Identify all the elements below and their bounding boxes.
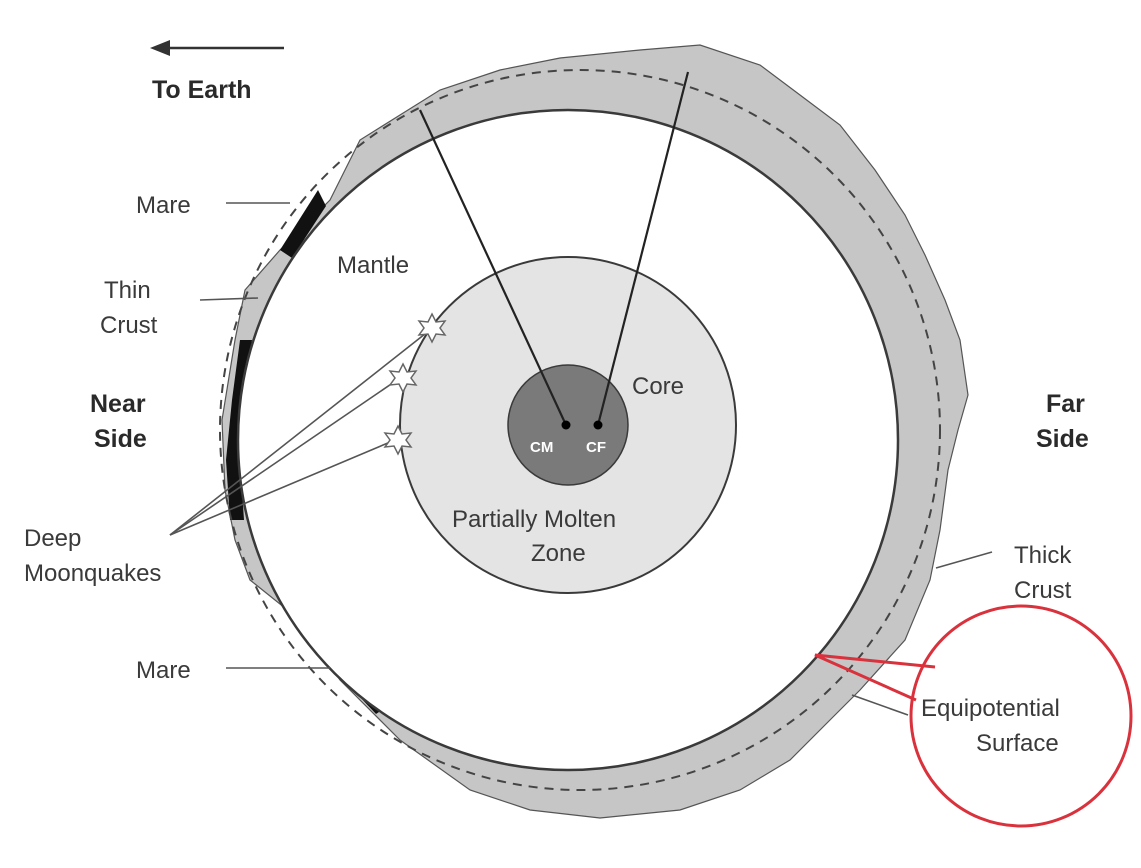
mare-top-patch bbox=[280, 190, 326, 258]
left-arrow-icon bbox=[150, 40, 170, 56]
moonquake-leader-3 bbox=[169, 439, 396, 536]
core-label: Core bbox=[632, 373, 684, 400]
near-side-label-line1: Near bbox=[90, 390, 146, 418]
cm-label: CM bbox=[530, 439, 553, 456]
thin-crust-label-line2: Crust bbox=[100, 312, 158, 339]
mare-top-label: Mare bbox=[136, 192, 191, 219]
far-side-label-line1: Far bbox=[1046, 390, 1085, 418]
cm-point bbox=[561, 420, 571, 430]
cf-point bbox=[593, 420, 603, 430]
moonquake-leader-2 bbox=[169, 377, 401, 536]
moonquake-star-icon-3 bbox=[383, 424, 413, 456]
mantle-label: Mantle bbox=[337, 252, 409, 279]
partially-molten-label-line2: Zone bbox=[531, 540, 586, 567]
moonquake-leader-1 bbox=[169, 329, 431, 536]
deep-moonquakes-label-line1: Deep bbox=[24, 525, 81, 552]
thick-crust-label-line1: Thick bbox=[1014, 542, 1072, 569]
equipotential-leader bbox=[851, 694, 909, 716]
thick-crust-leader bbox=[935, 551, 993, 569]
moonquake-star-icon-1 bbox=[417, 312, 447, 344]
equipotential-surface-label-line2: Surface bbox=[976, 730, 1059, 757]
thin-crust-label-line1: Thin bbox=[104, 277, 151, 304]
equipotential-surface-line bbox=[219, 69, 941, 791]
far-side-label-line2: Side bbox=[1036, 425, 1089, 453]
cf-label: CF bbox=[586, 439, 606, 456]
highlight-circle bbox=[909, 604, 1133, 828]
partially-molten-label-line1: Partially Molten bbox=[452, 506, 616, 533]
cm-radius-line bbox=[419, 109, 567, 426]
mare-bottom-label: Mare bbox=[136, 657, 191, 684]
thick-crust-label-line2: Crust bbox=[1014, 577, 1072, 604]
cf-radius-line bbox=[596, 71, 690, 426]
deep-moonquakes-label-line2: Moonquakes bbox=[24, 560, 161, 587]
equipotential-surface-label-line1: Equipotential bbox=[921, 695, 1060, 722]
moonquake-star-icon-2 bbox=[388, 362, 418, 394]
near-side-label-line2: Side bbox=[94, 425, 147, 453]
thin-crust-leader bbox=[199, 297, 259, 301]
to-earth-label: To Earth bbox=[152, 76, 252, 104]
highlight-pointer bbox=[814, 653, 936, 702]
